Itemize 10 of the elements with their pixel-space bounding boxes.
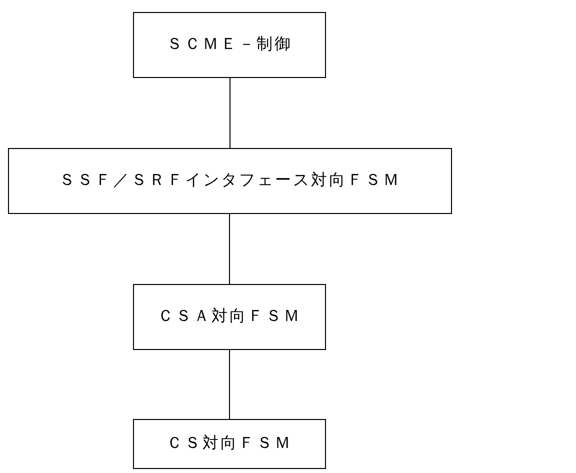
process-box bbox=[8, 148, 452, 214]
process-box bbox=[133, 12, 326, 78]
connector-line bbox=[229, 350, 230, 420]
connector-line bbox=[229, 214, 230, 284]
process-box bbox=[133, 419, 326, 469]
box-label: ＳＣＭＥ－制御 bbox=[166, 34, 292, 55]
box-label: ＣＳＡ対向ＦＳＭ bbox=[158, 306, 302, 327]
box-label: ＣＳ対向ＦＳＭ bbox=[166, 434, 292, 454]
box-label: ＳＳＦ／ＳＲＦインタフェース対向ＦＳＭ bbox=[59, 170, 401, 191]
process-box bbox=[133, 284, 326, 350]
